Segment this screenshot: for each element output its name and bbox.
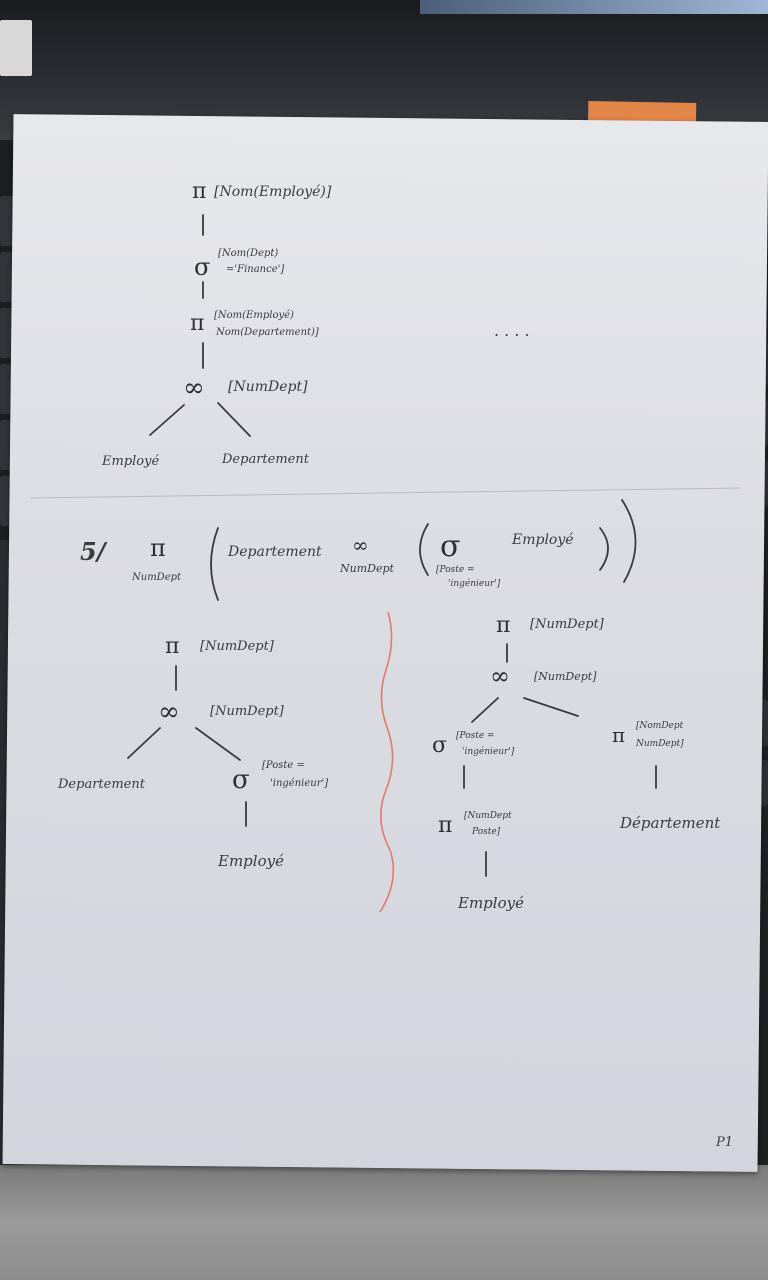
tree2-selection-line2: 'ingénieur'] — [270, 778, 328, 789]
tree1-projection-label: [Nom(Employé)] — [214, 184, 332, 200]
tree3-edge — [523, 697, 579, 717]
projection-symbol: π — [438, 813, 452, 838]
formula-5: 5/ π NumDept Departement ∞ NumDept σ [Po… — [80, 499, 637, 601]
tree3-right-projection-line2: NumDept] — [635, 739, 684, 749]
formula-open-bracket — [210, 527, 219, 601]
tree1-edge — [217, 402, 251, 437]
tree3-projection-label: [NumDept] — [530, 617, 605, 632]
join-symbol: ∞ — [490, 662, 510, 690]
projection-symbol: π — [190, 311, 204, 336]
fold-line — [29, 487, 741, 499]
red-separator-line — [379, 611, 395, 913]
tree2-projection-label: [NumDept] — [200, 639, 275, 654]
tree3-projection-low-line2: Poste] — [471, 827, 501, 837]
tree2-edge — [127, 727, 161, 759]
tree2-bottom-leaf: Employé — [217, 852, 284, 870]
tree3-right-projection-line1: [NomDept — [636, 721, 684, 731]
formula-join-sub: NumDept — [339, 562, 395, 575]
ellipsis-dots: . . . . — [494, 321, 530, 340]
tree2-edge — [195, 727, 241, 761]
exercise-number: 5/ — [80, 537, 108, 566]
tree3-projection-low-line1: [NumDept — [464, 811, 512, 821]
tree1-edge — [149, 404, 185, 436]
sticker — [0, 20, 32, 76]
tree3-left-leaf: Employé — [457, 894, 524, 912]
selection-symbol: σ — [440, 529, 460, 564]
laptop-screen-edge — [420, 0, 768, 14]
tree3-selection-line1: [Poste = — [456, 731, 495, 741]
selection-symbol: σ — [194, 253, 210, 281]
join-symbol: ∞ — [352, 533, 369, 557]
tree1-right-leaf: Departement — [221, 452, 310, 467]
tree1-join-label: [NumDept] — [228, 379, 308, 395]
selection-symbol: σ — [232, 765, 250, 795]
formula-projection-sub: NumDept — [131, 572, 182, 583]
tree2-left-leaf: Departement — [57, 777, 146, 792]
formula-close-paren — [599, 527, 609, 571]
fabric-surface — [0, 1165, 768, 1280]
formula-selection-line1: [Poste = — [436, 565, 475, 575]
tree1-projection2-line2: Nom(Departement)] — [215, 327, 319, 338]
tree3-selection-line2: 'ingénieur'] — [462, 746, 515, 757]
formula-close-bracket — [621, 499, 637, 583]
tree1-left-leaf: Employé — [101, 454, 159, 469]
formula-relation: Departement — [227, 544, 322, 560]
tree2-join-label: [NumDept] — [210, 704, 285, 719]
formula-inner-relation: Employé — [511, 532, 574, 548]
page-number: P1 — [715, 1135, 733, 1150]
projection-symbol: π — [612, 723, 625, 747]
projection-symbol: π — [165, 634, 179, 659]
tree1-projection2-line1: [Nom(Employé) — [214, 310, 294, 321]
formula-selection-line2: 'ingénieur'] — [448, 578, 501, 589]
tree1-selection-line1: [Nom(Dept) — [218, 248, 278, 259]
projection-symbol: π — [496, 613, 510, 638]
tree3: π [NumDept] ∞ [NumDept] σ [Poste = 'ingé… — [432, 613, 721, 912]
tree2-selection-line1: [Poste = — [262, 760, 305, 771]
join-symbol: ∞ — [183, 373, 205, 403]
formula-open-paren — [419, 523, 429, 576]
selection-symbol: σ — [432, 733, 447, 758]
tree3-right-leaf: Département — [619, 814, 721, 832]
tree2: π [NumDept] ∞ [NumDept] Departement σ [P… — [57, 634, 328, 870]
projection-symbol: π — [150, 534, 166, 562]
tree1: π [Nom(Employé)] σ [Nom(Dept) ='Finance'… — [101, 179, 530, 469]
projection-symbol: π — [192, 179, 206, 204]
join-symbol: ∞ — [158, 697, 180, 727]
tree1-selection-line2: ='Finance'] — [226, 264, 284, 275]
tree3-edge — [471, 697, 499, 723]
tree3-join-label: [NumDept] — [534, 670, 597, 683]
